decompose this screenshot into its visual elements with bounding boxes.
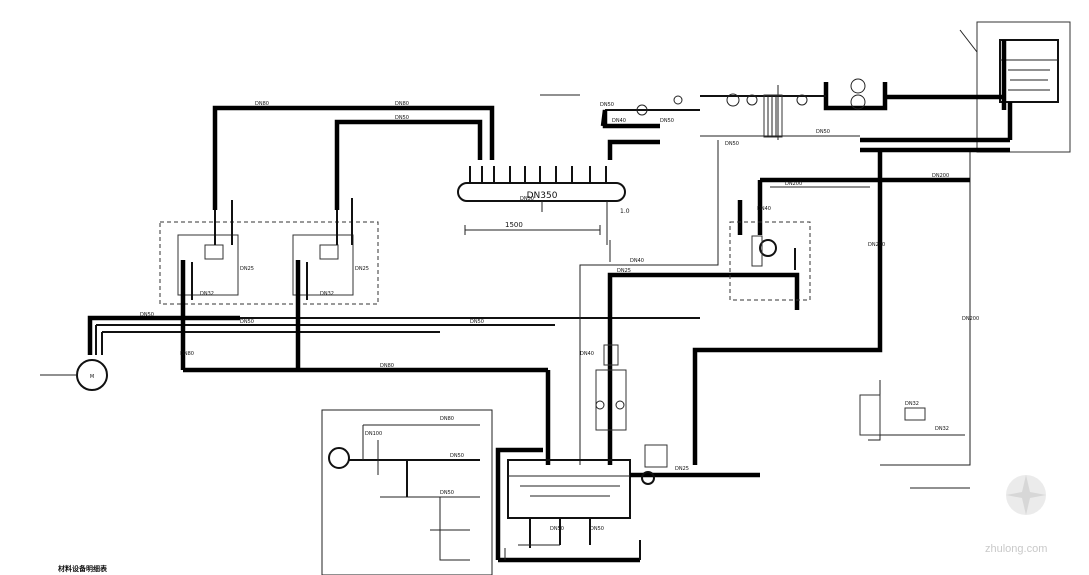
dimension-label: 1500: [505, 221, 523, 229]
pipe-label: DN200: [932, 173, 949, 179]
watermark-logo: zhulong.com: [985, 475, 1047, 555]
pipe-label: DN50: [590, 526, 604, 532]
small-label: DN25: [240, 266, 254, 272]
pipe-label: DN32: [935, 426, 949, 432]
left-horizontal-pipes: M: [40, 315, 700, 465]
pipe-label: DN40: [580, 351, 594, 357]
header-vessel: DN350 1500 1.0: [457, 166, 630, 245]
top-main-pipes: [212, 94, 700, 210]
pipe-label: DN25: [617, 268, 631, 274]
pipe-label: DN200: [785, 181, 802, 187]
pipe-label: DN80: [255, 101, 269, 107]
pipe-label: DN50: [140, 312, 154, 318]
central-pipes: [579, 140, 1010, 466]
pipe-label: DN50: [470, 319, 484, 325]
pipe-label: DN80: [180, 351, 194, 357]
pipe-label: DN50: [660, 118, 674, 124]
pipe-label: DN50: [816, 129, 830, 135]
bottom-tank: [495, 444, 760, 563]
right-pump-group: [729, 221, 811, 301]
small-label: DN25: [355, 266, 369, 272]
pipe-label: DN40: [630, 258, 644, 264]
svg-text:M: M: [90, 374, 94, 380]
pipe-label: DN50: [440, 490, 454, 496]
top-right-pipes: [700, 78, 1013, 143]
small-label: DN40: [757, 206, 771, 212]
bottom-left-area: [321, 409, 493, 575]
pipe-label: DN200: [962, 316, 979, 322]
pipe-label: DN50: [450, 453, 464, 459]
pipe-label: DN80: [440, 416, 454, 422]
pipe-label: DN50: [600, 102, 614, 108]
pipe-label: DN200: [868, 242, 885, 248]
middle-valves: [595, 344, 627, 431]
dim-small-label: 1.0: [620, 208, 630, 215]
pipe-label: DN40: [612, 118, 626, 124]
pipe-label: DN100: [365, 431, 382, 437]
small-label: DN32: [320, 291, 334, 297]
pipe-labels: DN80 DN80 DN50 DN50 DN40 DN50 DN50 DN50 …: [140, 101, 979, 532]
pipe-label: DN50: [240, 319, 254, 325]
pipe-label: DN32: [905, 401, 919, 407]
pipe-label: DN80: [395, 101, 409, 107]
small-label: DN50: [520, 196, 534, 202]
pipe-label: DN50: [550, 526, 564, 532]
left-equipment: [159, 198, 379, 315]
pipe-label: DN80: [380, 363, 394, 369]
small-labels: DN50 DN40 DN25 DN25 DN32 DN32: [200, 196, 771, 297]
header-label: DN350: [527, 191, 558, 201]
pipe-label: DN25: [675, 466, 689, 472]
bottom-right-valves: [859, 380, 970, 489]
small-label: DN32: [200, 291, 214, 297]
watermark-text: zhulong.com: [985, 543, 1047, 555]
table-title: 材料设备明细表: [57, 564, 108, 573]
pipe-label: DN50: [395, 115, 409, 121]
water-tank: [959, 21, 1071, 153]
pipe-label: DN50: [725, 141, 739, 147]
